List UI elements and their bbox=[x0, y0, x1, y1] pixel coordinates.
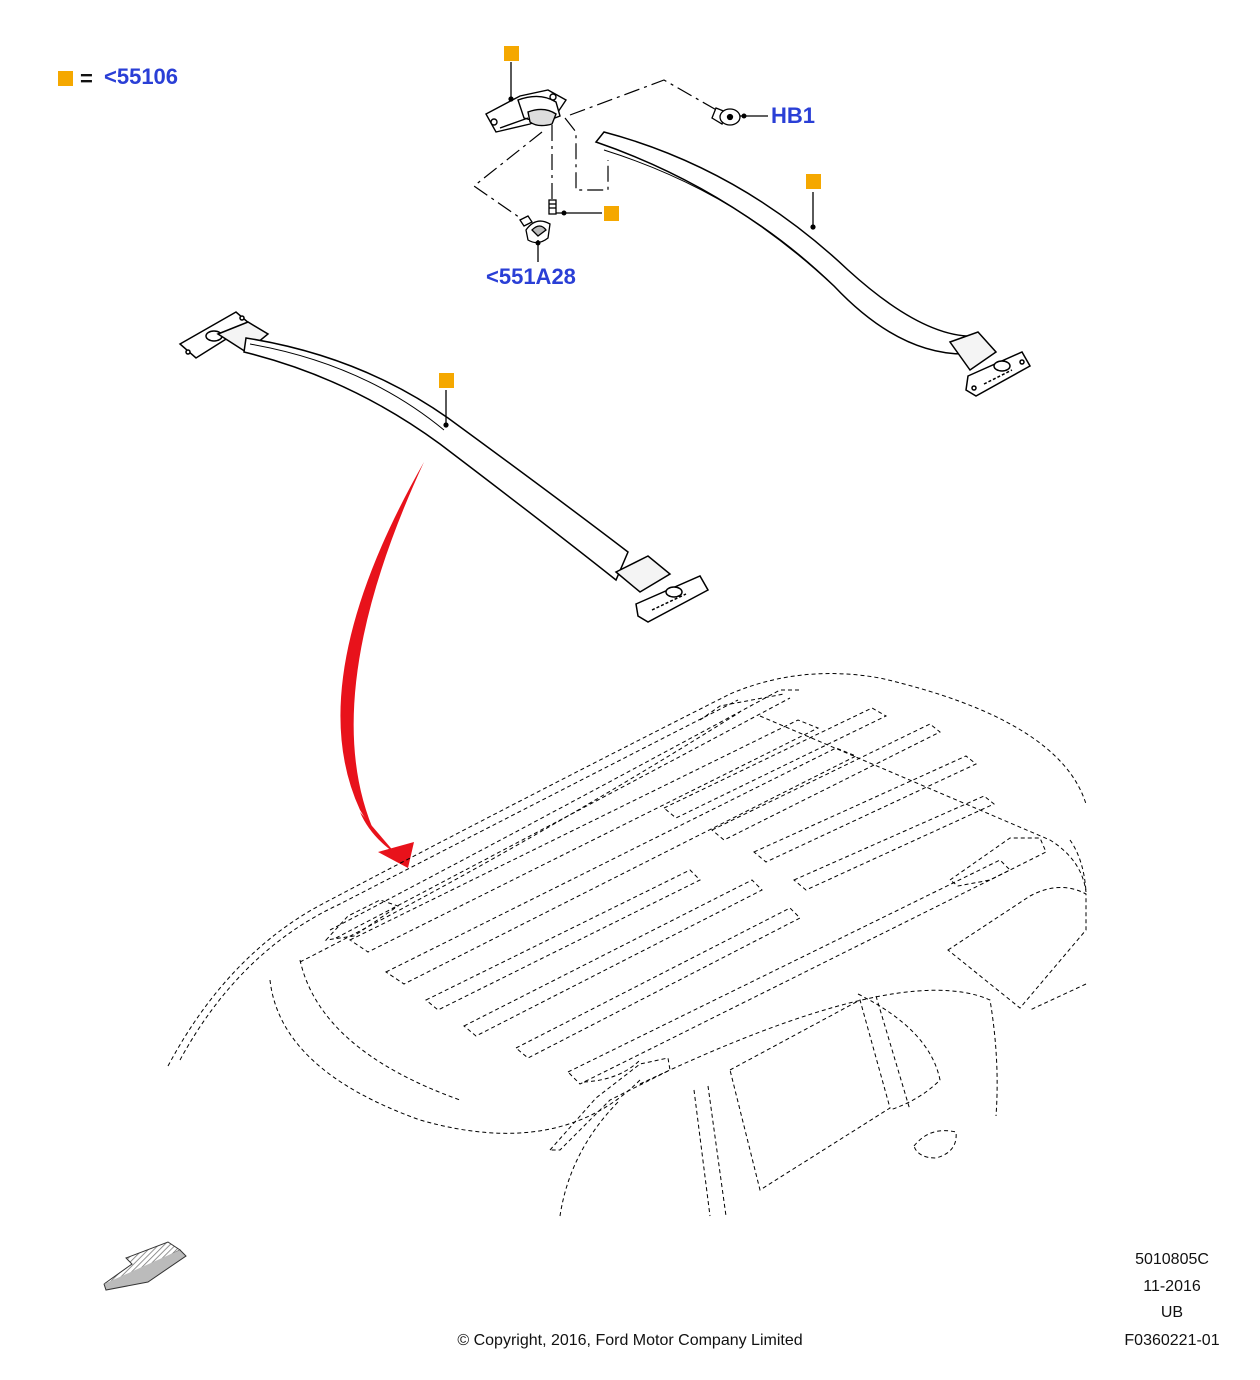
marker-bracket[interactable] bbox=[504, 46, 519, 61]
callout-hb1-link[interactable]: HB1 bbox=[771, 103, 816, 128]
direction-arrow bbox=[103, 1241, 187, 1291]
drawing-region: UB bbox=[1160, 1304, 1184, 1321]
marker-screw[interactable] bbox=[604, 206, 619, 221]
marker-front-crossbar[interactable] bbox=[439, 373, 454, 388]
red-indicator-arrow bbox=[340, 462, 424, 868]
legend-equals: = bbox=[80, 66, 93, 91]
callout-551a28-link[interactable]: <551A28 bbox=[486, 264, 576, 289]
drawing-code: 5010805C bbox=[1135, 1251, 1209, 1268]
drawing-date: 11-2016 bbox=[1143, 1278, 1201, 1295]
legend-ref-link[interactable]: <55106 bbox=[104, 64, 179, 89]
copyright-text: © Copyright, 2016, Ford Motor Company Li… bbox=[457, 1332, 803, 1349]
vehicle-roof-outline bbox=[167, 673, 1087, 1217]
bracket-assembly bbox=[485, 89, 568, 133]
front-crossbar bbox=[178, 311, 710, 623]
rear-crossbar bbox=[594, 131, 1032, 397]
bolt-hb1 bbox=[711, 107, 768, 126]
connection-lines bbox=[472, 79, 721, 223]
legend-marker-square bbox=[58, 71, 73, 86]
marker-rear-crossbar[interactable] bbox=[806, 174, 821, 189]
figure-code: F0360221-01 bbox=[1124, 1332, 1220, 1349]
clip-551a28 bbox=[519, 215, 551, 262]
screw bbox=[548, 199, 602, 215]
